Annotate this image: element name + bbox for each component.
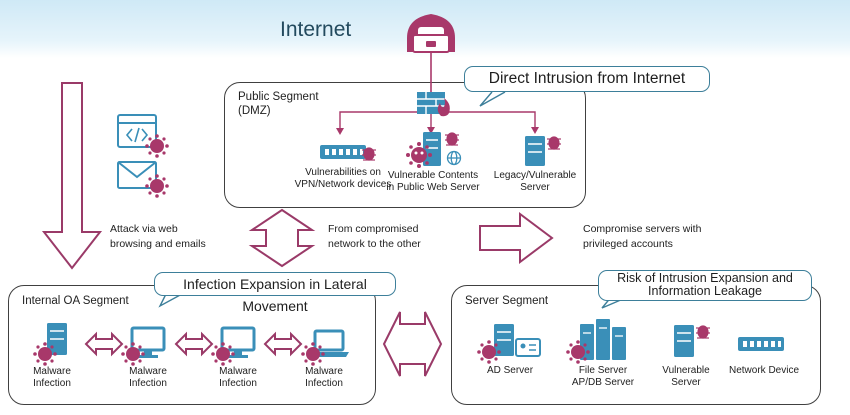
lateral-double-arrow (174, 331, 214, 357)
virus-icon (121, 342, 145, 366)
laptop-icon (309, 329, 349, 357)
lateral-double-arrow (263, 331, 303, 357)
dmz-internal-double-arrow (248, 208, 316, 268)
internal-callout: Infection Expansion in Lateral Movement (154, 272, 396, 314)
server-item-label: Network Device (728, 365, 800, 376)
internal-oa-title: Internal OA Segment (22, 295, 129, 307)
monitor-icon (130, 326, 166, 358)
virus-icon (211, 342, 235, 366)
email-icon (117, 161, 157, 189)
hacker-icon (407, 14, 455, 53)
virus-icon (145, 174, 169, 198)
code-window-icon (117, 114, 157, 148)
lateral-double-arrow (84, 331, 124, 357)
id-card-icon (515, 338, 541, 357)
dmz-callout-tail (479, 91, 506, 107)
server-item-label: AD Server (486, 365, 534, 376)
server-icon (525, 136, 545, 166)
globe-icon (446, 150, 462, 166)
compromise-servers-arrow (479, 212, 554, 264)
server-rack-icon (580, 319, 626, 360)
web-email-attack-arrow (41, 82, 103, 270)
bug-icon (547, 136, 561, 150)
dmz-callout: Direct Intrusion from Internet (464, 66, 710, 92)
bug-icon (362, 147, 376, 161)
bug-icon (445, 132, 459, 146)
virus-icon (301, 342, 325, 366)
virus-icon (477, 340, 501, 364)
segments-double-arrow (382, 311, 443, 377)
internet-title: Internet (280, 18, 352, 41)
firewall-icon (417, 92, 450, 117)
virus-icon (33, 342, 57, 366)
dmz-title: Public Segment (DMZ) (238, 91, 319, 117)
network-device-icon (320, 145, 366, 159)
dmz-arrowheads (336, 127, 539, 135)
server-icon (423, 132, 441, 166)
dmz-attack-lines (339, 111, 536, 130)
network-device-icon (738, 337, 784, 351)
internal-callout-tail (158, 293, 183, 308)
server-icon (674, 325, 694, 357)
bug-icon (696, 325, 710, 339)
virus-icon (406, 142, 432, 168)
server-icon (494, 324, 514, 356)
monitor-icon (220, 326, 256, 358)
server-callout: Risk of Intrusion Expansion and Informat… (598, 270, 812, 301)
virus-icon (145, 134, 169, 158)
server-segment-title: Server Segment (465, 295, 549, 307)
virus-icon (566, 340, 590, 364)
